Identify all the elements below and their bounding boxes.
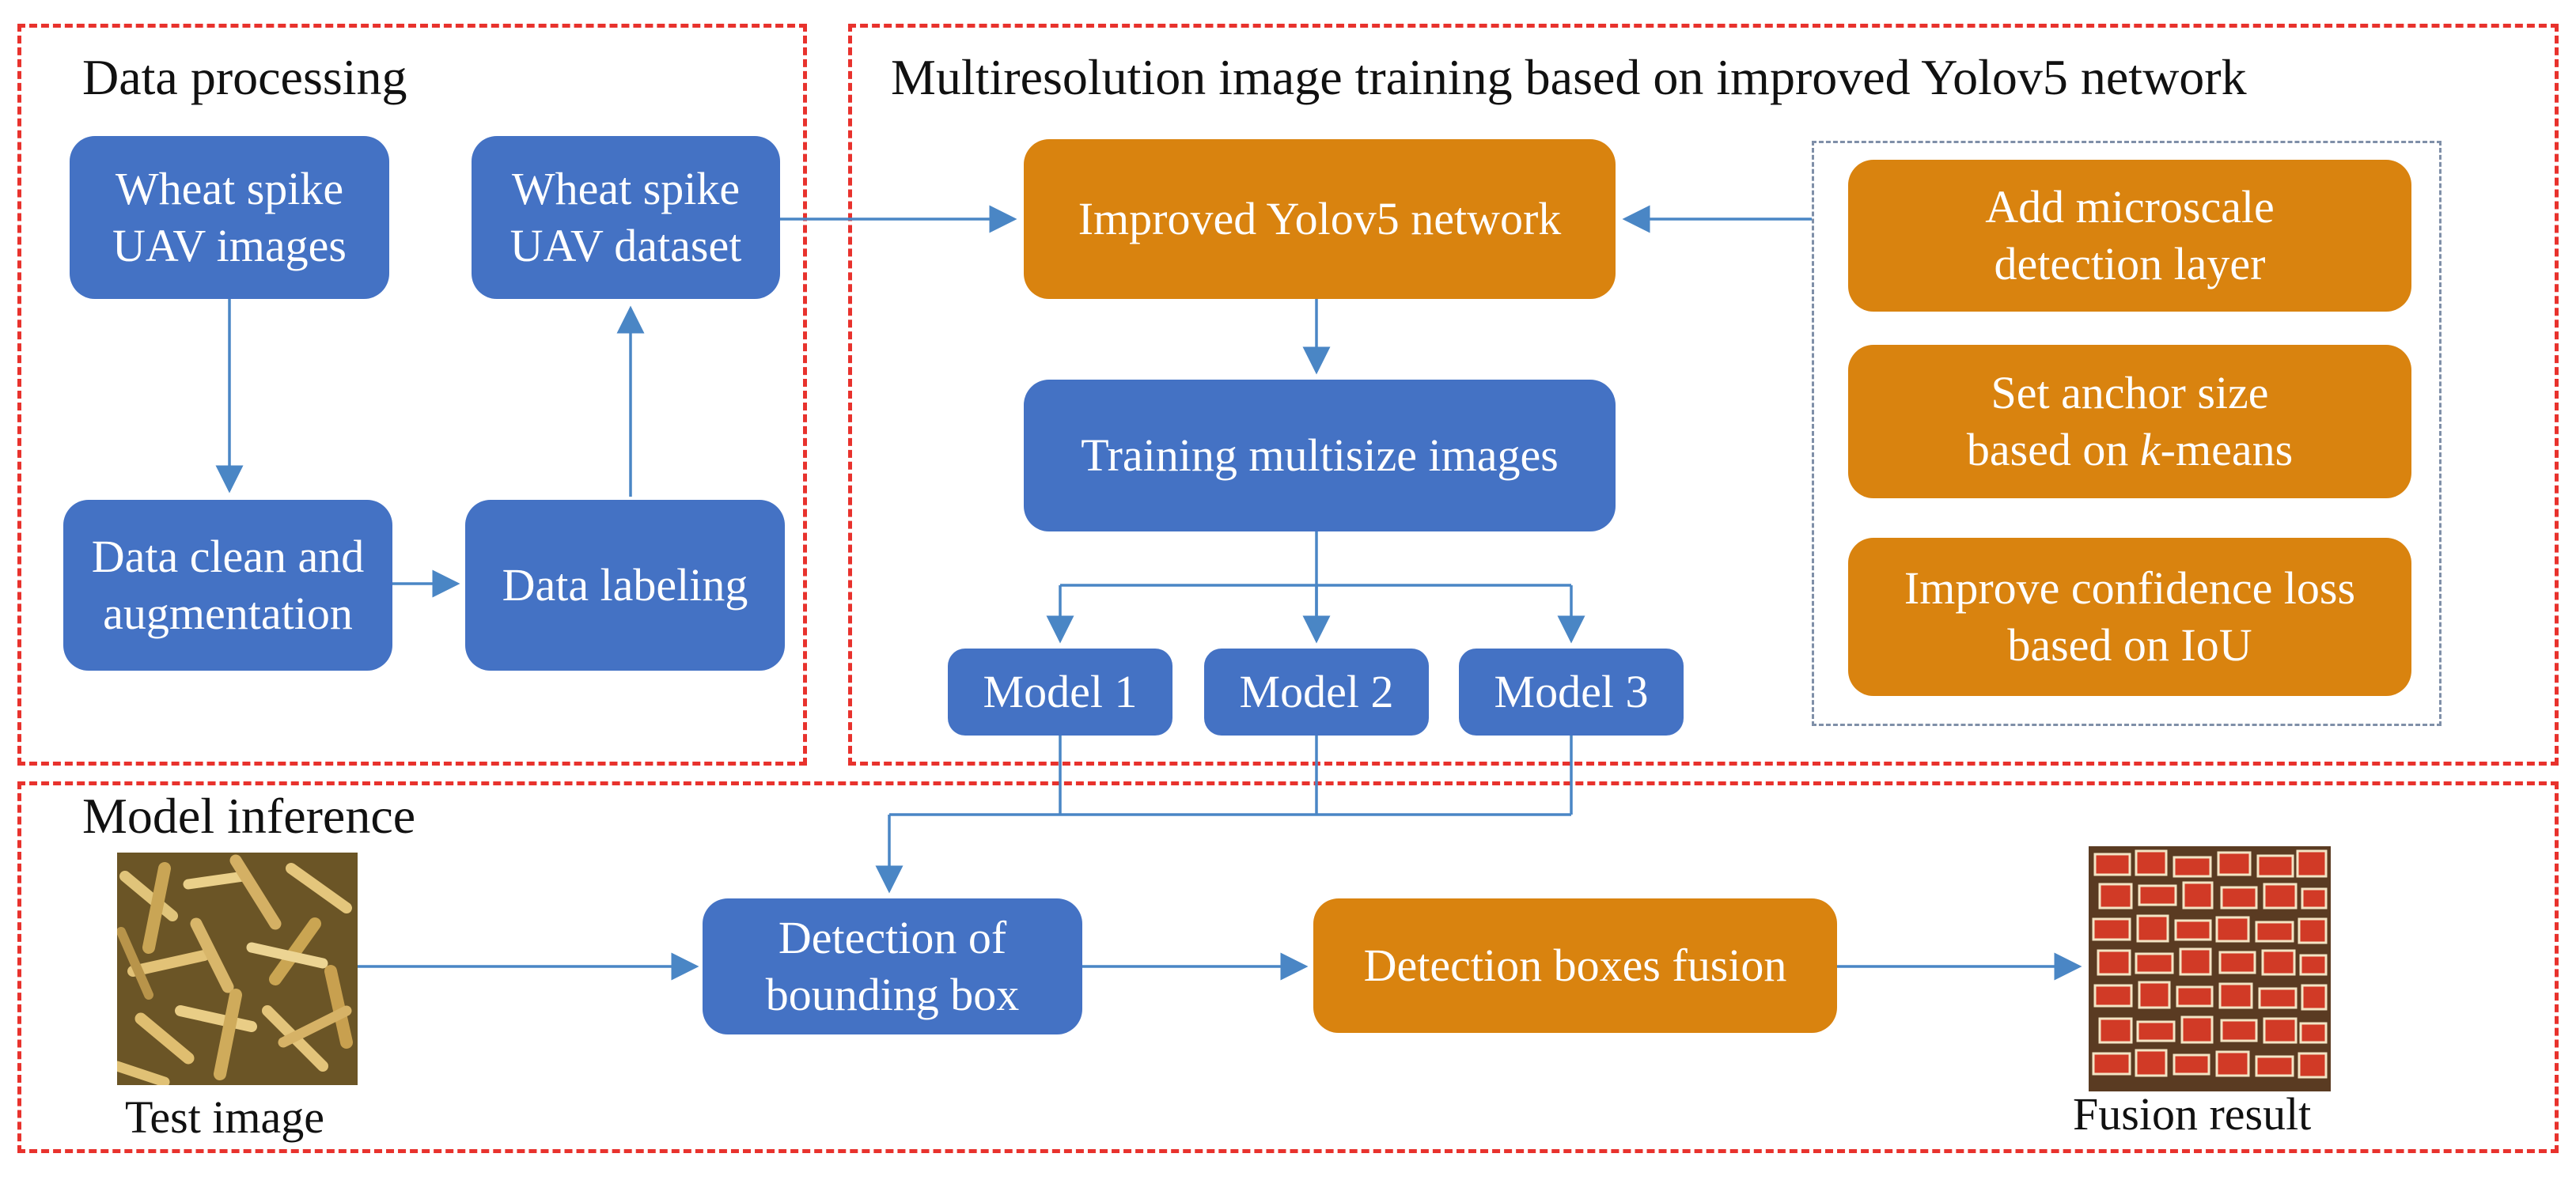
node-model-2: Model 2 bbox=[1204, 649, 1429, 736]
node-model-1-label: Model 1 bbox=[983, 665, 1138, 717]
node-model-3: Model 3 bbox=[1459, 649, 1684, 736]
node-detection-bounding-box: Detection of bounding box bbox=[703, 898, 1082, 1034]
node-training-multisize-label: Training multisize images bbox=[1081, 429, 1559, 481]
node-confidence-loss-line2: based on IoU bbox=[2007, 619, 2252, 671]
node-improved-yolov5-label: Improved Yolov5 network bbox=[1078, 192, 1562, 244]
fusion-result-thumbnail bbox=[2089, 846, 2331, 1091]
test-image-graphic bbox=[117, 853, 358, 1085]
test-image-thumbnail bbox=[117, 853, 358, 1085]
improvements-panel bbox=[1812, 141, 2442, 726]
node-wheat-spike-uav-images-line1: Wheat spike bbox=[115, 162, 344, 214]
node-data-clean-line1: Data clean and bbox=[91, 530, 365, 582]
section-data-processing bbox=[17, 24, 807, 766]
node-training-multisize: Training multisize images bbox=[1024, 380, 1616, 531]
node-wheat-spike-uav-dataset-line1: Wheat spike bbox=[511, 162, 741, 214]
node-confidence-loss-line1: Improve confidence loss bbox=[1904, 562, 2356, 614]
node-boxes-fusion-label: Detection boxes fusion bbox=[1363, 939, 1787, 991]
section-title-model-inference: Model inference bbox=[82, 788, 416, 844]
fusion-result-graphic bbox=[2089, 846, 2331, 1091]
node-data-clean-line2: augmentation bbox=[103, 588, 353, 639]
anchor-prefix-text: based on bbox=[1966, 424, 2140, 475]
section-training bbox=[848, 24, 2559, 766]
anchor-k-italic: k bbox=[2139, 424, 2161, 475]
node-wheat-spike-uav-images-line2: UAV images bbox=[112, 220, 347, 271]
section-title-training: Multiresolution image training based on … bbox=[891, 49, 2247, 105]
node-model-3-label: Model 3 bbox=[1494, 665, 1649, 717]
node-set-anchor-size: Set anchor size based on k-means bbox=[1848, 345, 2411, 498]
node-wheat-spike-uav-dataset: Wheat spike UAV dataset bbox=[472, 136, 780, 299]
node-add-microscale-line1: Add microscale bbox=[1985, 180, 2275, 233]
node-data-labeling-label: Data labeling bbox=[502, 558, 748, 611]
node-set-anchor-line2: based on k-means bbox=[1967, 422, 2293, 479]
node-set-anchor-line1: Set anchor size bbox=[1991, 366, 2269, 418]
test-image-caption: Test image bbox=[125, 1091, 325, 1143]
node-wheat-spike-uav-dataset-line2: UAV dataset bbox=[510, 220, 742, 271]
node-model-2-label: Model 2 bbox=[1239, 665, 1394, 717]
anchor-suffix-text: -means bbox=[2160, 424, 2294, 475]
node-improved-yolov5: Improved Yolov5 network bbox=[1024, 139, 1616, 299]
node-model-1: Model 1 bbox=[948, 649, 1172, 736]
node-add-microscale-layer: Add microscale detection layer bbox=[1848, 160, 2411, 312]
node-add-microscale-line2: detection layer bbox=[1994, 238, 2266, 289]
node-wheat-spike-uav-images: Wheat spike UAV images bbox=[70, 136, 389, 299]
fusion-result-caption: Fusion result bbox=[2073, 1088, 2312, 1140]
node-data-clean-augmentation: Data clean and augmentation bbox=[63, 500, 392, 671]
section-title-data-processing: Data processing bbox=[82, 49, 407, 105]
node-improve-confidence-loss: Improve confidence loss based on IoU bbox=[1848, 538, 2411, 696]
node-detection-bbox-line1: Detection of bbox=[778, 911, 1007, 963]
section-model-inference bbox=[17, 781, 2559, 1153]
node-detection-bbox-line2: bounding box bbox=[765, 969, 1020, 1020]
node-detection-boxes-fusion: Detection boxes fusion bbox=[1313, 898, 1837, 1033]
node-data-labeling: Data labeling bbox=[465, 500, 785, 671]
